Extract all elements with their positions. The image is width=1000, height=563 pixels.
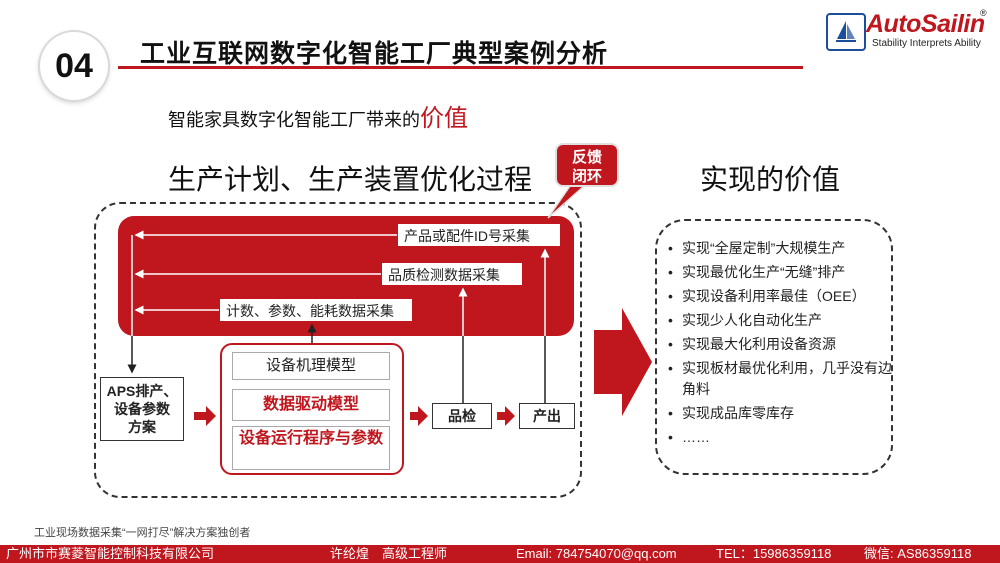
value-list: 实现“全屋定制”大规模生产 实现最优化生产“无缝”排产 实现设备利用率最佳（OE… xyxy=(664,238,894,451)
page-subtitle: 智能家具数字化智能工厂带来的价值 xyxy=(168,98,468,133)
band-item-product-id: 产品或配件ID号采集 xyxy=(397,223,561,247)
list-item: 实现设备利用率最佳（OEE） xyxy=(664,286,894,307)
footer-company: 广州市市赛菱智能控制科技有限公司 xyxy=(6,546,215,561)
feedback-loop-bubble: 反馈 闭环 xyxy=(555,143,619,187)
process-heading: 生产计划、生产装置优化过程 xyxy=(168,164,533,195)
band-item-quality: 品质检测数据采集 xyxy=(381,262,523,286)
page-title: 工业互联网数字化智能工厂典型案例分析 xyxy=(140,40,609,68)
sailboat-icon xyxy=(826,13,866,51)
footer-tel: TEL：15986359118 xyxy=(716,546,832,561)
registered-mark: ® xyxy=(980,8,987,18)
list-item: …… xyxy=(664,427,894,448)
subtitle-emphasis: 价值 xyxy=(420,105,468,132)
list-item: 实现“全屋定制”大规模生产 xyxy=(664,238,894,259)
logo-name: AutoSailin xyxy=(866,10,985,38)
list-item: 实现板材最优化利用，几乎没有边角料 xyxy=(664,358,894,400)
logo-tagline: Stability Interprets Ability xyxy=(872,38,981,49)
title-underline xyxy=(118,66,803,69)
aps-label: APS排产、 设备参数 方案 xyxy=(106,383,178,435)
value-heading: 实现的价值 xyxy=(700,164,841,195)
feedback-label: 反馈 闭环 xyxy=(571,149,602,185)
output-box: 产出 xyxy=(519,403,575,429)
list-item: 实现最优化生产“无缝”排产 xyxy=(664,262,894,283)
process-region xyxy=(94,202,582,498)
aps-box: APS排产、 设备参数 方案 xyxy=(100,377,184,441)
footnote: 工业现场数据采集“一网打尽”解决方案独创者 xyxy=(34,527,251,539)
footer-wechat: 微信: AS86359118 xyxy=(864,546,972,561)
quality-check-box: 品检 xyxy=(432,403,492,429)
big-right-arrow xyxy=(594,308,652,416)
list-item: 实现少人化自动化生产 xyxy=(664,310,894,331)
device-program-params: 设备运行程序与参数 xyxy=(232,426,390,470)
list-item: 实现成品库零库存 xyxy=(664,403,894,424)
section-number-badge: 04 xyxy=(40,32,108,100)
band-item-count: 计数、参数、能耗数据采集 xyxy=(219,298,413,322)
data-driven-model: 数据驱动模型 xyxy=(232,389,390,421)
device-mechanism-model: 设备机理模型 xyxy=(232,352,390,380)
list-item: 实现最大化利用设备资源 xyxy=(664,334,894,355)
subtitle-prefix: 智能家具数字化智能工厂带来的 xyxy=(168,110,420,130)
footer-bar: 广州市市赛菱智能控制科技有限公司 许纶煌 高级工程师 Email: 784754… xyxy=(0,545,1000,563)
footer-person: 许纶煌 高级工程师 xyxy=(330,546,448,561)
footer-email: Email: 784754070@qq.com xyxy=(516,546,677,561)
